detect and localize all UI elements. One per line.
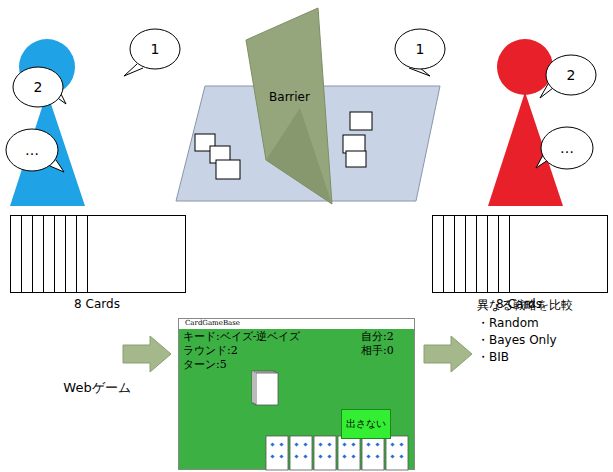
game-status: ターン:5 — [183, 359, 227, 372]
block-arrow — [424, 336, 472, 372]
speech-bubble: 1 — [129, 28, 181, 70]
callout-number: 1 — [151, 41, 160, 57]
button-label: 出さない — [346, 418, 386, 430]
comparison-title: 異なる戦略を比較 — [477, 298, 573, 312]
callout-number: 2 — [567, 67, 576, 83]
speech-bubble: … — [5, 128, 59, 172]
strategy-item: ・BIB — [477, 350, 509, 364]
player-head — [497, 39, 553, 95]
game-window: CardGameBase キード:ベイズ-逆ベイズラウンド:2ターン:5 自分:2相… — [178, 318, 415, 470]
speech-bubble: … — [540, 126, 594, 170]
game-status: 相手:0 — [361, 345, 394, 358]
barrier-label: Barrier — [269, 91, 310, 105]
stack-label: 8 Cards — [74, 297, 120, 311]
barrier-outline — [240, 8, 335, 208]
arrow-label: Webゲーム — [63, 380, 130, 396]
game-status: キード:ベイズ-逆ベイズ — [183, 331, 300, 344]
game-button: 出さない — [341, 409, 391, 439]
game-status: 自分:2 — [361, 331, 394, 344]
callout-number: … — [560, 140, 574, 156]
callout-number: 1 — [416, 41, 425, 57]
barrier-panel: Barrier — [240, 8, 335, 208]
speech-bubble: 2 — [545, 54, 597, 96]
strategy-item: ・Random — [477, 316, 539, 330]
window-title: CardGameBase — [185, 319, 240, 327]
speech-bubble: 1 — [394, 28, 446, 70]
speech-bubble: 2 — [12, 66, 64, 108]
callout-number: 2 — [34, 79, 43, 95]
strategy-item: ・Bayes Only — [477, 333, 557, 347]
game-status: ラウンド:2 — [183, 345, 238, 358]
hand-cards — [11, 216, 608, 293]
block-arrow — [123, 336, 171, 372]
callout-number: … — [25, 142, 39, 158]
